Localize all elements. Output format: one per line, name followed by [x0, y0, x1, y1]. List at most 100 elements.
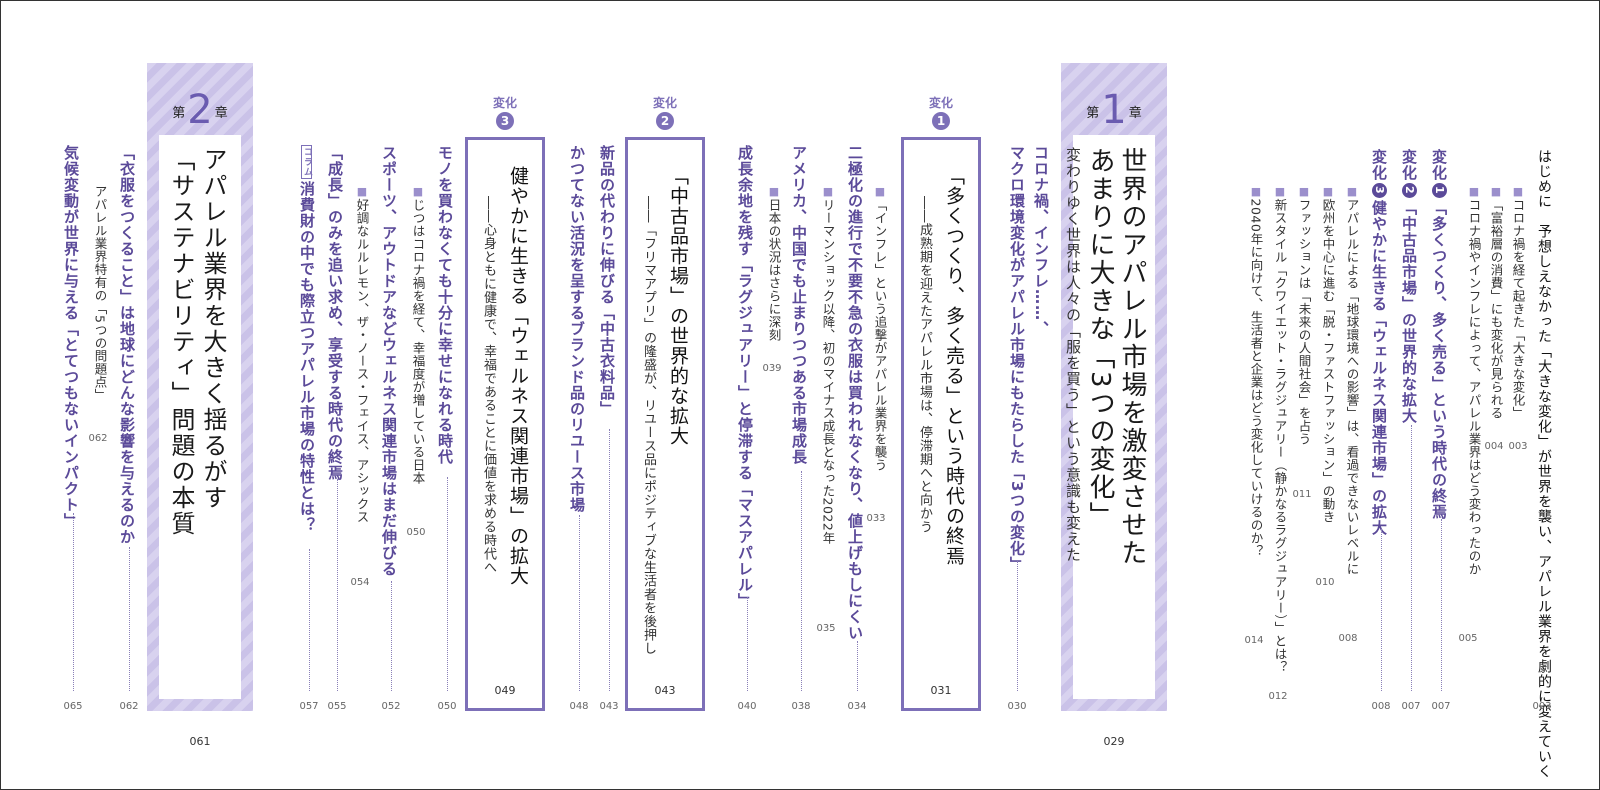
item-text: アパレル業界特有の「5つの問題点」	[92, 185, 108, 402]
toc-subitem[interactable]: ■好調なルルレモン、ザ・ノース・フェイス、アシックス	[354, 185, 370, 524]
column-item[interactable]: コラム消費財の中でも際立つアパレル市場の特性とは？	[298, 145, 316, 533]
change2-frame[interactable]: 「中古品市場」の世界的な拡大 ――「フリマアプリ」の隆盛が、リユース品にポジティ…	[625, 137, 705, 711]
toc-item[interactable]: 気候変動が世界に与える「とてつもないインパクト」	[62, 145, 80, 529]
square-bullet-icon: ■	[1297, 185, 1311, 199]
chapter2-title-line1: アパレル業界を大きく揺るがす	[199, 147, 227, 511]
square-bullet-icon: ■	[1273, 185, 1287, 199]
change-badge-label: 変化	[492, 96, 517, 110]
toc-subitem[interactable]: ■ファッションは「未来の人間社会」を占う	[1297, 185, 1312, 446]
square-bullet-icon: ■	[411, 185, 425, 199]
toc-subitem[interactable]: ■アパレルによる「地球環境への影響」は、看過できないレベルに	[1344, 185, 1360, 576]
chapter1-lead: 変わりゆく世界は人々の「服を買う」という意識も変えた	[1064, 147, 1082, 563]
page-number: 012	[1268, 691, 1288, 702]
square-bullet-icon: ■	[1249, 185, 1263, 199]
ch1-intro-line1[interactable]: コロナ禍、インフレ……、	[1032, 145, 1050, 337]
page-number: 049	[494, 684, 516, 697]
chapter-suffix: 章	[214, 106, 228, 121]
page-number: 062	[88, 433, 108, 444]
change-overview-2[interactable]: 変化2「中古品市場」の世界的な拡大	[1400, 149, 1418, 424]
item-text: リーマンショック以降、初のマイナス成長となった2022年	[820, 198, 836, 545]
chapter-prefix: 第	[1086, 106, 1100, 121]
change3-title: 健やかに生きる「ウェルネス関連市場」の拡大	[507, 166, 529, 586]
change-number-badge: 1	[932, 111, 950, 130]
column-label: コラム	[301, 145, 312, 179]
item-text: 「インフレ」という追撃がアパレル業界を襲う	[872, 198, 888, 472]
page-number: 054	[350, 577, 370, 588]
leader-dots	[309, 549, 310, 691]
leader-dots	[391, 581, 392, 691]
leader-dots	[1411, 425, 1412, 691]
toc-item[interactable]: モノを買わなくても十分に幸せになれる時代	[436, 145, 454, 465]
square-bullet-icon: ■	[767, 185, 781, 199]
change-number-badge: 2	[656, 111, 674, 130]
toc-subitem[interactable]: ■「富裕層の消費」にも変化が見られる	[1489, 185, 1504, 420]
chapter2-inner: アパレル業界を大きく揺るがす 「サステナビリティ」問題の本質 061	[159, 135, 241, 748]
square-bullet-icon: ■	[1467, 185, 1481, 199]
toc-subitem[interactable]: アパレル業界特有の「5つの問題点」	[92, 185, 108, 402]
change-number-badge: 1	[1432, 183, 1447, 198]
ch1-intro-line2[interactable]: マクロ環境変化がアパレル市場にもたらした「3つの変化」	[1008, 145, 1026, 573]
page-number: 040	[737, 701, 757, 712]
leader-dots	[747, 597, 748, 691]
change-badge-label: 変化	[928, 96, 953, 110]
chapter1-title-line1: 世界のアパレル市場を激変させた	[1117, 147, 1147, 567]
page-number: 005	[1458, 633, 1478, 644]
chapter1-inner: 世界のアパレル市場を激変させた あまりに大きな「3つの変化」 変わりゆく世界は人…	[1064, 135, 1155, 748]
toc-subitem[interactable]: ■リーマンショック以降、初のマイナス成長となった2022年	[820, 185, 836, 545]
toc-subitem[interactable]: ■コロナ禍を経て起きた「大きな変化」	[1511, 185, 1526, 420]
change1-frame[interactable]: 「多くつくり、多く売る」という時代の終焉 ――成熟期を迎えたアパレル市場は、停滞…	[901, 137, 981, 711]
change1-title: 「多くつくり、多く売る」という時代の終焉	[943, 166, 965, 566]
page-number: 010	[1315, 577, 1335, 588]
page-number: 052	[381, 701, 401, 712]
change3-badge: 変化 3	[491, 97, 519, 130]
change2-subtitle: ――「フリマアプリ」の隆盛が、リユース品にポジティブな生活者を後押し	[641, 196, 656, 655]
change-badge-label: 変化	[1370, 149, 1388, 181]
leader-dots	[129, 547, 130, 691]
item-text: 日本の状況はさらに深刻	[766, 198, 782, 342]
leader-dots	[801, 471, 802, 691]
item-text: 2040年に向けて、生活者と企業はどう変化していけるのか？	[1248, 198, 1264, 558]
change3-frame[interactable]: 健やかに生きる「ウェルネス関連市場」の拡大 ――心身ともに健康で、幸福であること…	[465, 137, 545, 711]
change-overview-1[interactable]: 変化1「多くつくり、多く売る」という時代の終焉	[1430, 149, 1448, 520]
toc-subitem[interactable]: ■2040年に向けて、生活者と企業はどう変化していけるのか？	[1248, 185, 1264, 558]
page-number: 061	[189, 735, 211, 748]
item-text: アパレルによる「地球環境への影響」は、看過できないレベルに	[1344, 198, 1360, 576]
toc-item[interactable]: 「成長」のみを追い求め、享受する時代の終焉	[326, 145, 344, 481]
chapter-number: 2	[187, 87, 213, 133]
toc-subitem[interactable]: ■じつはコロナ禍を経て、幸福度が増している日本	[411, 185, 426, 485]
toc-item[interactable]: アメリカ、中国でも止まりつつある市場成長	[790, 145, 808, 465]
toc-item[interactable]: スポーツ、アウトドアなどウェルネス関連市場はまだ伸びる	[380, 145, 398, 577]
change2-badge: 変化 2	[651, 97, 679, 130]
intro-title[interactable]: はじめに 予想しえなかった「大きな変化」が世界を襲い、アパレル業界を劇的に変えて…	[1536, 149, 1552, 779]
page-number: 035	[816, 623, 836, 634]
toc-subitem[interactable]: ■新スタイル「クワイエット・ラグジュアリー（静かなるラグジュアリー）」とは？	[1273, 185, 1288, 673]
item-text: 健やかに生きる「ウェルネス関連市場」の拡大	[1370, 200, 1388, 536]
leader-dots	[609, 429, 610, 691]
toc-item[interactable]: 「衣服をつくること」は地球にどんな影響を与えるのか	[118, 145, 136, 545]
item-text: 好調なルルレモン、ザ・ノース・フェイス、アシックス	[354, 198, 370, 524]
toc-item[interactable]: 新品の代わりに伸びる「中古衣料品」	[598, 145, 616, 417]
chapter-prefix: 第	[172, 106, 186, 121]
leader-dots	[447, 477, 448, 691]
toc-item[interactable]: 成長余地を残す「ラグジュアリー」と停滞する「マスアパレル」	[736, 145, 754, 609]
toc-item[interactable]: かつてない活況を呈するブランド品のリユース市場	[568, 145, 586, 513]
page-number: 034	[847, 701, 867, 712]
toc-subitem[interactable]: ■欧州を中心に進む「脱・ファストファッション」の動き	[1321, 185, 1336, 524]
toc-subitem[interactable]: ■コロナ禍やインフレによって、アパレル業界はどう変わったのか	[1467, 185, 1482, 576]
page-number: 033	[866, 513, 886, 524]
page-number: 007	[1431, 701, 1451, 712]
change-number-badge: 3	[1372, 183, 1387, 198]
toc-subitem[interactable]: ■「インフレ」という追撃がアパレル業界を襲う	[872, 185, 888, 472]
toc-subitem[interactable]: ■日本の状況はさらに深刻	[766, 185, 782, 342]
page-number: 048	[569, 701, 589, 712]
page-number: 043	[654, 684, 676, 697]
page-number: 008	[1338, 633, 1358, 644]
change-overview-3[interactable]: 変化 3 健やかに生きる「ウェルネス関連市場」の拡大	[1370, 149, 1388, 536]
toc-item[interactable]: 二極化の進行で不要不急の衣服は買われなくなり、値上げもしにくい	[846, 145, 864, 641]
leader-dots	[1441, 519, 1442, 691]
square-bullet-icon: ■	[1345, 185, 1359, 199]
page-number: 043	[599, 701, 619, 712]
